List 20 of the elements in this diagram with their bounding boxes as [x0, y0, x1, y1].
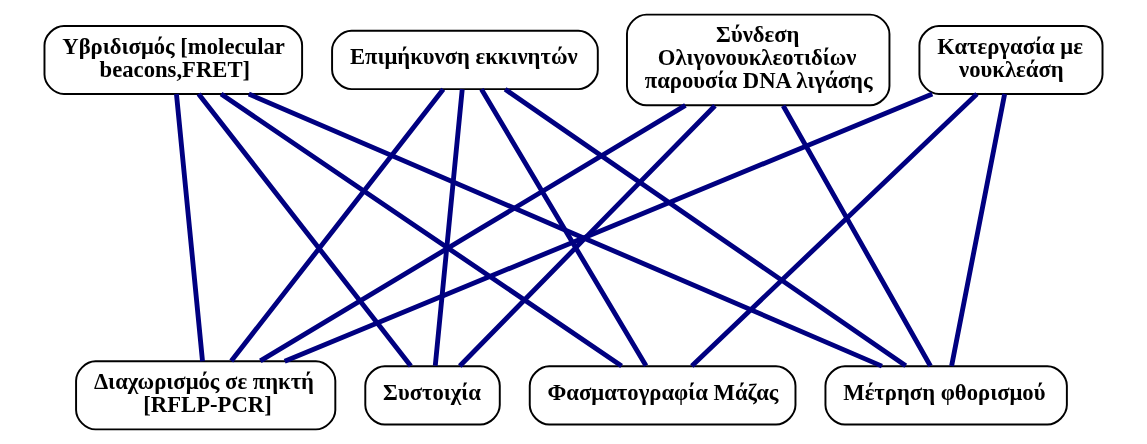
connector	[949, 93, 1008, 367]
connector	[503, 87, 908, 368]
node-box: Σύνδεση Ολιγονουκλεοτιδίων παρουσία DNA λιγάσης	[626, 13, 891, 107]
node-box: Υβριδισμός [molecular beacons,FRET]	[43, 25, 304, 95]
connector	[479, 88, 649, 368]
connector	[458, 104, 717, 368]
connector	[174, 93, 205, 362]
connector	[432, 89, 465, 367]
node-box: Μέτρηση φθορισμού	[824, 365, 1068, 426]
connector	[219, 92, 623, 368]
node-box: Κατεργασία με νουκλεάση	[918, 25, 1104, 95]
connector	[781, 104, 933, 368]
connector	[259, 103, 687, 363]
connector	[229, 87, 446, 363]
node-box: Φασματογραφία Μάζας	[528, 365, 797, 426]
node-box: Συστοιχία	[364, 365, 501, 426]
node-box: Διαχωρισμός σε πηκτή [RFLP-PCR]	[75, 360, 337, 431]
connector	[196, 92, 413, 368]
connector	[690, 92, 979, 368]
node-box: Επιμήκυνση εκκινητών	[331, 29, 599, 91]
